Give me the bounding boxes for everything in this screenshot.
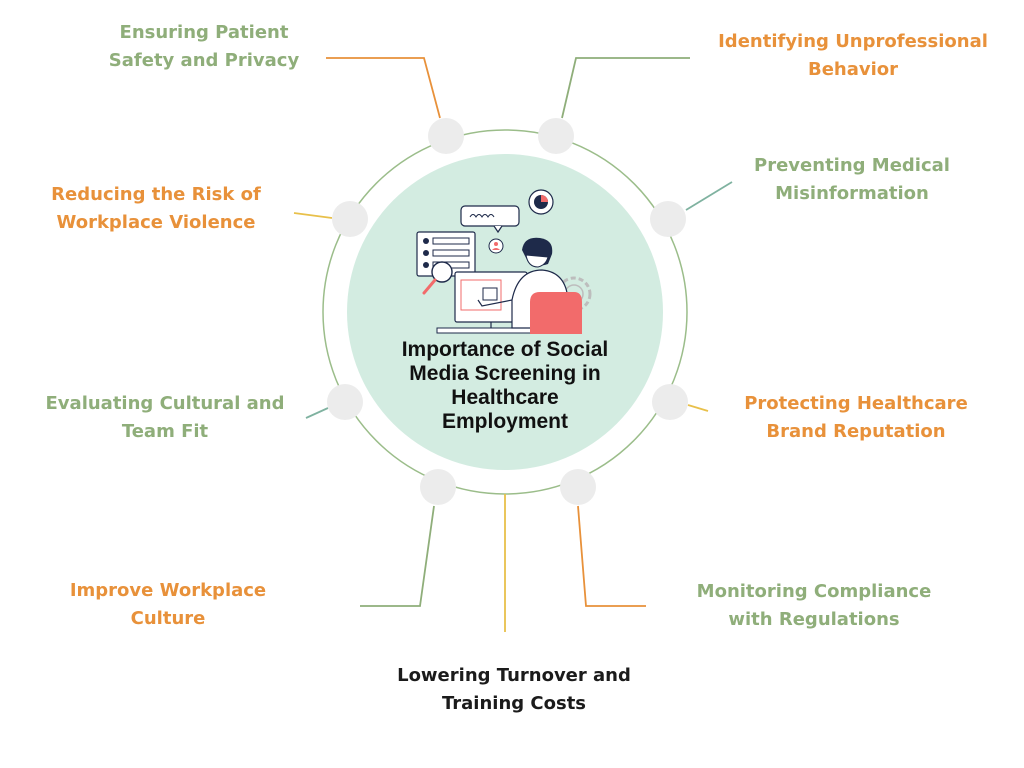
label-line: Preventing Medical — [754, 155, 950, 176]
label-cultural-fit: Evaluating Cultural and Team Fit — [26, 390, 304, 446]
center-title: Importance of Social Media Screening in … — [378, 338, 632, 434]
illustration — [416, 189, 592, 334]
label-line: Safety and Privacy — [108, 50, 300, 71]
label-line: Culture — [130, 608, 206, 629]
label-line: Monitoring Compliance — [696, 581, 932, 602]
label-workplace-culture: Improve Workplace Culture — [52, 577, 284, 633]
chair — [530, 292, 582, 334]
label-line: Identifying Unprofessional — [718, 31, 988, 52]
label-line: Misinformation — [775, 183, 929, 204]
label-line: Brand Reputation — [766, 421, 946, 442]
label-unprofessional: Identifying Unprofessional Behavior — [703, 28, 1003, 84]
chat-bubble-icon — [460, 205, 520, 234]
label-misinformation: Preventing Medical Misinformation — [738, 152, 966, 208]
connector-cultural-fit — [305, 407, 329, 419]
center-title-line: Importance of Social — [401, 338, 609, 361]
center-title-line: Employment — [441, 410, 569, 433]
label-line: Protecting Healthcare — [744, 393, 968, 414]
connector-patient-safety — [326, 57, 441, 119]
user-badge-icon — [488, 238, 504, 254]
label-compliance: Monitoring Compliance with Regulations — [672, 578, 956, 634]
node-compliance — [560, 469, 596, 505]
node-workplace-culture — [420, 469, 456, 505]
node-violence — [332, 201, 368, 237]
label-line: Reducing the Risk of — [51, 184, 261, 205]
node-patient-safety — [428, 118, 464, 154]
label-turnover: Lowering Turnover and Training Costs — [374, 662, 654, 718]
label-line: with Regulations — [728, 609, 900, 630]
magnifier-icon — [422, 261, 453, 295]
connector-compliance — [577, 505, 646, 607]
connector-misinformation — [685, 181, 733, 211]
label-line: Workplace Violence — [56, 212, 256, 233]
node-misinformation — [650, 201, 686, 237]
node-cultural-fit — [327, 384, 363, 420]
label-line: Improve Workplace — [69, 580, 267, 601]
center-title-line: Media Screening in — [409, 362, 601, 385]
connector-brand — [687, 404, 709, 412]
node-brand — [652, 384, 688, 420]
label-line: Evaluating Cultural and — [45, 393, 285, 414]
label-patient-safety: Ensuring Patient Safety and Privacy — [96, 19, 312, 75]
label-line: Behavior — [807, 59, 899, 80]
label-brand: Protecting Healthcare Brand Reputation — [724, 390, 988, 446]
connector-violence — [293, 212, 333, 219]
label-violence: Reducing the Risk of Workplace Violence — [36, 181, 276, 237]
label-line: Ensuring Patient — [119, 22, 289, 43]
profile-form-icon — [416, 231, 476, 277]
node-unprofessional — [538, 118, 574, 154]
center-title-line: Healthcare — [451, 386, 559, 409]
label-line: Training Costs — [441, 693, 587, 714]
label-line: Lowering Turnover and — [397, 665, 631, 686]
label-line: Team Fit — [121, 421, 209, 442]
connector-workplace-culture — [360, 505, 435, 607]
connector-unprofessional — [561, 57, 690, 119]
pie-chart-icon — [528, 189, 554, 215]
